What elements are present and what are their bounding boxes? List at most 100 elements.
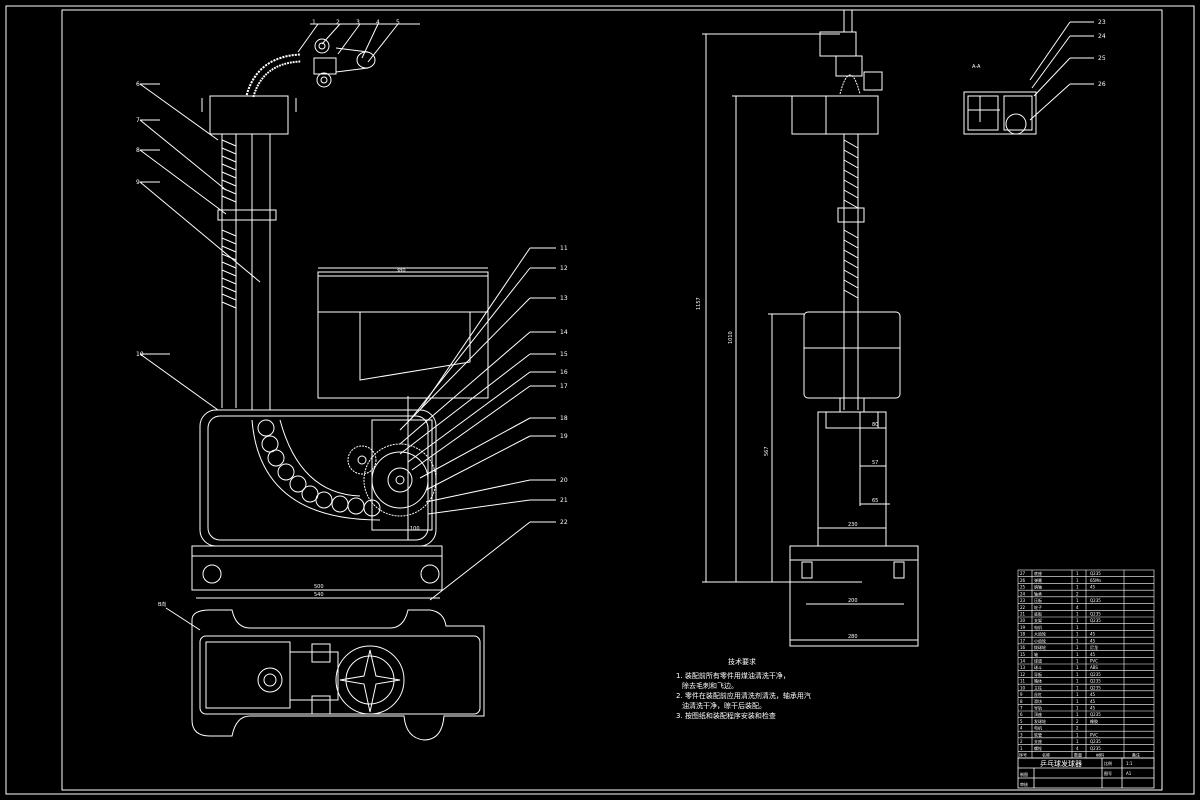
bom-cell-material: PVC: [1090, 659, 1098, 664]
bom-cell-no: 21: [1020, 612, 1026, 617]
ball-chute: [257, 419, 381, 517]
tech-req-line: 3. 按图纸和装配程序安装和检查: [676, 711, 776, 720]
bom-table: [1017, 569, 1155, 759]
bom-cell-no: 23: [1020, 598, 1026, 603]
bom-cell-no: 12: [1020, 672, 1026, 677]
bom-cell-name: 支座: [1034, 738, 1042, 744]
bom-cell-qty: 1: [1076, 612, 1079, 617]
bom-cell-qty: 1: [1076, 712, 1079, 717]
dim-d5: 200: [848, 598, 858, 604]
bom-cell-qty: 1: [1076, 571, 1079, 576]
bom-cell-material: Q235: [1090, 685, 1101, 690]
dim-d1: 80: [872, 422, 878, 428]
callout-18: 18: [560, 415, 568, 422]
tech-req-heading: 技术要求: [728, 657, 756, 666]
bom-cell-name: 拨球轮: [1034, 644, 1046, 650]
bom-cell-material: Q235: [1090, 679, 1101, 684]
bom-cell-name: 导板: [1034, 671, 1042, 677]
bom-cell-no: 5: [1020, 719, 1023, 724]
bom-header-material: 材料: [1096, 752, 1104, 758]
bom-cell-material: Q235: [1090, 618, 1101, 623]
bom-cell-no: 16: [1020, 645, 1026, 650]
bom-cell-qty: 1: [1076, 632, 1079, 637]
bom-cell-name: 电机: [1034, 624, 1042, 630]
bom-cell-no: 9: [1020, 692, 1023, 697]
dim-base-total: 540: [314, 592, 324, 598]
bom-cell-qty: 1: [1076, 672, 1079, 677]
bom-cell-no: 20: [1020, 618, 1026, 623]
bom-cell-material: ABS: [1090, 665, 1098, 670]
bom-cell-material: Q235: [1090, 598, 1101, 603]
bom-cell-qty: 1: [1076, 706, 1079, 711]
bom-cell-material: 尼龙: [1090, 644, 1098, 650]
tech-req-line: 除去毛刺和飞边。: [682, 681, 738, 690]
tech-req-line: 2. 零件在装配前应用清洗剂清洗，轴承用汽: [676, 691, 811, 700]
bom-cell-no: 24: [1020, 591, 1026, 596]
title-sheet-label: 图号: [1104, 770, 1112, 776]
dim-upper-height: 1010: [728, 331, 734, 344]
bom-cell-qty: 1: [1076, 585, 1079, 590]
callout-17: 17: [560, 383, 568, 390]
bom-cell-no: 25: [1020, 585, 1026, 590]
bom-cell-no: 18: [1020, 632, 1026, 637]
section-view: [963, 21, 1094, 135]
callout-23: 23: [1098, 19, 1106, 26]
bom-cell-material: Q235: [1090, 746, 1101, 751]
bom-cell-material: 45: [1090, 706, 1096, 711]
bom-cell-material: 45: [1090, 652, 1096, 657]
callout-26: 26: [1098, 81, 1106, 88]
bom-cell-qty: 1: [1076, 645, 1079, 650]
callout-7: 7: [136, 117, 140, 124]
dim-d3: 65: [872, 498, 878, 504]
callout-15: 15: [560, 351, 568, 358]
callout-2: 2: [336, 19, 340, 26]
bom-cell-name: 销轴: [1034, 584, 1042, 590]
bom-cell-material: 45: [1090, 699, 1096, 704]
bom-cell-no: 15: [1020, 652, 1026, 657]
bom-cell-no: 13: [1020, 665, 1026, 670]
outer-frame: [5, 5, 1195, 795]
bom-header-note: 备注: [1132, 752, 1140, 758]
callout-5: 5: [396, 19, 400, 26]
bom-cell-name: 轴: [1034, 651, 1038, 657]
bom-cell-material: 45: [1090, 638, 1096, 643]
bom-cell-qty: 2: [1076, 719, 1079, 724]
bom-cell-material: Q235: [1090, 739, 1101, 744]
callout-19: 19: [560, 433, 568, 440]
bom-cell-material: Q235: [1090, 672, 1101, 677]
bom-cell-no: 11: [1020, 679, 1026, 684]
callout-4: 4: [376, 19, 380, 26]
bom-cell-no: 26: [1020, 578, 1026, 583]
front-view-callouts: 1 2 3 4 5 6 7 8 9 10 11 12 13 14 15 16 1…: [136, 19, 568, 526]
bom-cell-no: 6: [1020, 712, 1023, 717]
bom-cell-qty: 2: [1076, 726, 1079, 731]
plan-view: [165, 607, 485, 741]
bom-cell-material: Q235: [1090, 571, 1101, 576]
bom-cell-no: 1: [1020, 746, 1023, 751]
bom-cell-no: 3: [1020, 732, 1023, 737]
bom-cell-qty: 1: [1076, 638, 1079, 643]
bom-cell-qty: 4: [1076, 605, 1079, 610]
front-view: [139, 23, 556, 601]
title-scale-value: 1:1: [1126, 761, 1133, 766]
callout-14: 14: [560, 329, 568, 336]
bom-cell-material: PVC: [1090, 732, 1098, 737]
bom-cell-qty: 1: [1076, 618, 1079, 623]
bom-cell-name: 箱体: [1034, 678, 1042, 684]
bom-cell-no: 2: [1020, 739, 1023, 744]
bom-cell-name: 支架: [1034, 617, 1042, 623]
bom-cell-name: 底板: [1034, 611, 1042, 617]
bom-cell-no: 17: [1020, 638, 1026, 643]
bom-cell-qty: 1: [1076, 732, 1079, 737]
inner-frame: [61, 9, 1163, 791]
bom-cell-name: 轮子: [1034, 604, 1042, 610]
bom-cell-qty: 2: [1076, 591, 1079, 596]
bom-cell-material: 45: [1090, 692, 1096, 697]
bom-header-no: 序号: [1019, 752, 1027, 758]
dim-d2: 57: [872, 460, 878, 466]
callout-12: 12: [560, 265, 568, 272]
bom-cell-no: 14: [1020, 659, 1026, 664]
bom-cell-name: 大齿轮: [1034, 631, 1046, 637]
bom-cell-qty: 4: [1076, 746, 1079, 751]
